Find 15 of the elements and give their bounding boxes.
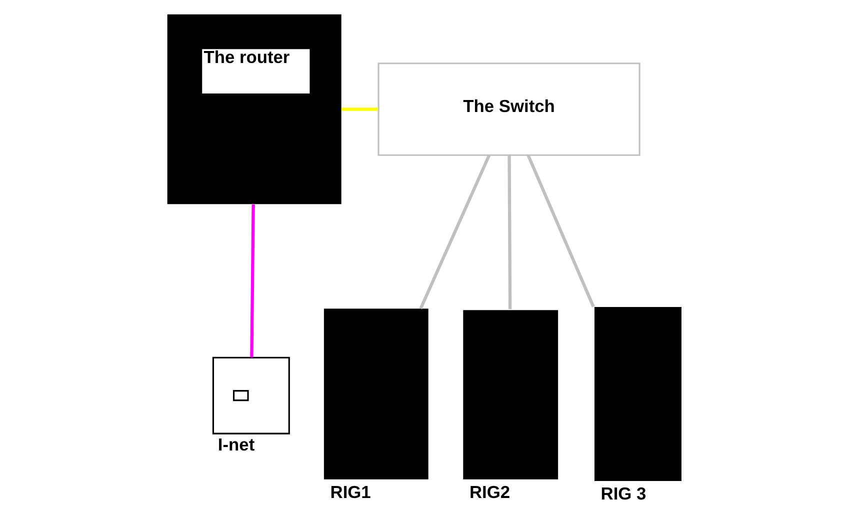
node-label: RIG2: [469, 482, 510, 502]
node-box: [324, 308, 428, 480]
node-box: [463, 310, 558, 480]
node-box: [212, 356, 290, 434]
connector: [341, 108, 378, 111]
node-label: I-net: [218, 434, 255, 455]
node-box: [594, 307, 682, 482]
connector: [250, 204, 255, 358]
connector: [419, 154, 491, 310]
node-box: The router: [167, 14, 342, 204]
node-label: RIG1: [330, 482, 371, 502]
connector: [526, 154, 595, 308]
node-label: RIG 3: [600, 484, 646, 504]
connector: [508, 155, 512, 310]
node-box: The Switch: [378, 62, 640, 156]
